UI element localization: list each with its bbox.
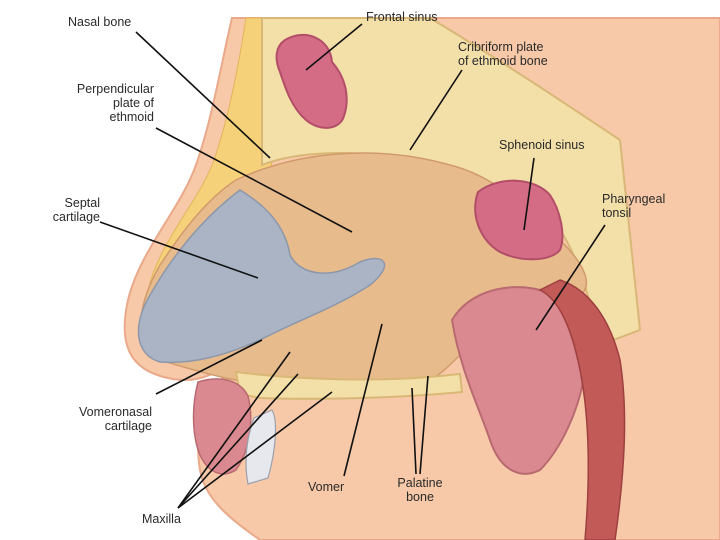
label-cribriform-plate: Cribriform plate of ethmoid bone [458, 40, 548, 68]
label-frontal-sinus-text: Frontal sinus [366, 10, 438, 24]
label-vomeronasal-line1: Vomeronasal [70, 405, 152, 419]
label-perpendicular-plate: Perpendicular plate of ethmoid [68, 82, 154, 124]
label-palatine-line2: bone [392, 490, 448, 504]
label-cribriform-line2: of ethmoid bone [458, 54, 548, 68]
label-vomeronasal-cartilage: Vomeronasal cartilage [70, 405, 152, 433]
label-pharyngeal-line1: Pharyngeal [602, 192, 665, 206]
label-perpendicular-line2: plate of [68, 96, 154, 110]
label-septal-cartilage: Septal cartilage [44, 196, 100, 224]
label-maxilla-text: Maxilla [142, 512, 181, 526]
label-frontal-sinus: Frontal sinus [366, 10, 438, 24]
label-nasal-bone-text: Nasal bone [68, 15, 131, 29]
label-cribriform-line1: Cribriform plate [458, 40, 548, 54]
label-perpendicular-line1: Perpendicular [68, 82, 154, 96]
label-palatine-line1: Palatine [392, 476, 448, 490]
label-perpendicular-line3: ethmoid [68, 110, 154, 124]
label-septal-line1: Septal [44, 196, 100, 210]
label-maxilla: Maxilla [142, 512, 181, 526]
label-nasal-bone: Nasal bone [68, 15, 131, 29]
label-palatine-bone: Palatine bone [392, 476, 448, 504]
label-sphenoid-sinus-text: Sphenoid sinus [499, 138, 584, 152]
label-vomer: Vomer [308, 480, 344, 494]
label-pharyngeal-tonsil: Pharyngeal tonsil [602, 192, 665, 220]
label-pharyngeal-line2: tonsil [602, 206, 665, 220]
label-vomeronasal-line2: cartilage [70, 419, 152, 433]
label-sphenoid-sinus: Sphenoid sinus [499, 138, 584, 152]
label-septal-line2: cartilage [44, 210, 100, 224]
label-vomer-text: Vomer [308, 480, 344, 494]
